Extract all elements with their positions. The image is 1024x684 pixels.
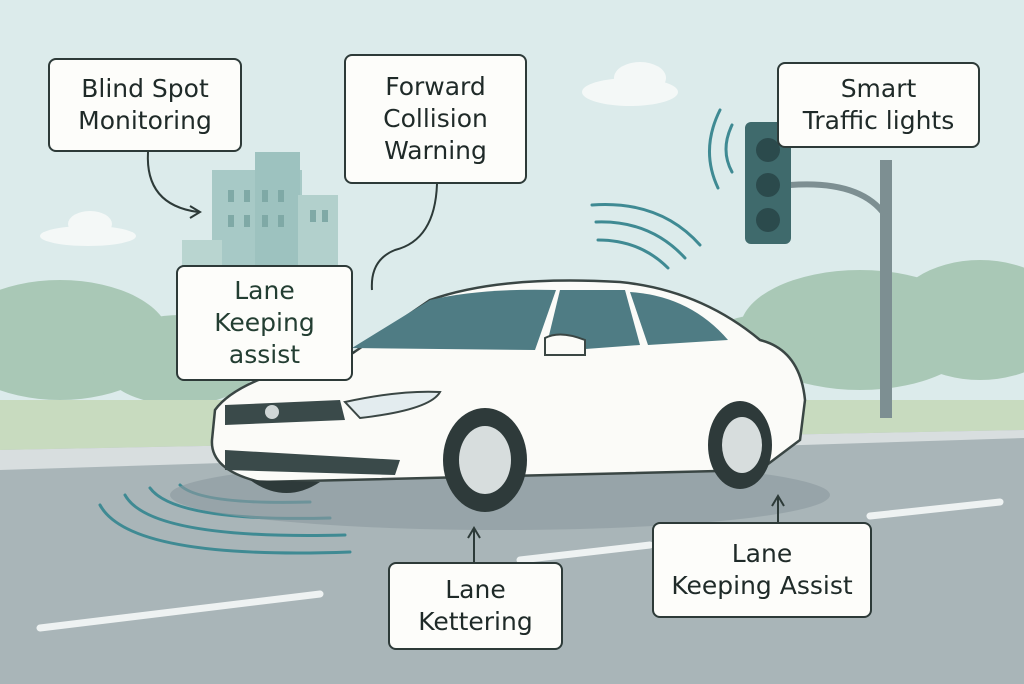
- label-smart-traffic-lights: Smart Traffic lights: [777, 62, 980, 148]
- traffic-light: [745, 122, 892, 418]
- car: [210, 279, 807, 512]
- label-lane-keeping-assist-right: Lane Keeping Assist: [652, 522, 872, 618]
- clouds: [40, 62, 678, 246]
- lane-markings: [36, 498, 1004, 632]
- label-blind-spot-monitoring: Blind Spot Monitoring: [48, 58, 242, 152]
- label-forward-collision-warning: Forward Collision Warning: [344, 54, 527, 184]
- label-lane-kettering: Lane Kettering: [388, 562, 563, 650]
- label-lane-keeping-assist-left: Lane Keeping assist: [176, 265, 353, 381]
